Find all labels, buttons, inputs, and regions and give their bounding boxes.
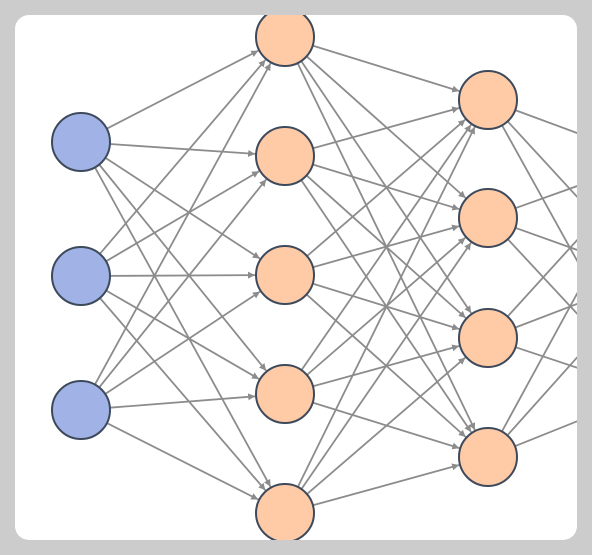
input-node-layer1-3 — [51, 380, 111, 440]
edge-l1-n2-to-l2-n4 — [105, 289, 260, 380]
hidden-node-layer3-3 — [458, 308, 518, 368]
input-node-layer1-1 — [51, 112, 111, 172]
edge-l1-n1-to-l2-n3 — [104, 157, 261, 260]
edge-l1-n1-to-l2-n1 — [106, 49, 259, 130]
edge-l2-n5-to-l3-n2 — [300, 242, 472, 490]
edge-l1-n1-to-l2-n4 — [98, 163, 267, 372]
edge-l2-n2-to-l3-n1 — [312, 106, 460, 150]
edge-l3-n4-to-l4-n2 — [506, 297, 577, 437]
hidden-node-layer2-4 — [255, 364, 315, 424]
edge-l1-n2-to-l2-n2 — [105, 170, 260, 263]
edge-l1-n3-to-l2-n1 — [94, 62, 272, 386]
edge-l3-n4-to-l4-n1 — [501, 185, 577, 432]
edge-l1-n1-to-l2-n5 — [94, 166, 272, 488]
edge-l3-n4-to-l4-n3 — [514, 402, 577, 448]
hidden-node-layer3-2 — [458, 188, 518, 248]
edge-l3-n3-to-l4-n3 — [515, 346, 577, 384]
hidden-node-layer3-1 — [458, 70, 518, 130]
edge-l3-n1-to-l4-n3 — [501, 124, 577, 367]
edge-l3-n2-to-l4-n3 — [507, 238, 577, 371]
input-node-layer1-2 — [51, 246, 111, 306]
edge-l2-n5-to-l3-n3 — [306, 356, 466, 495]
edge-l1-n3-to-l2-n2 — [98, 178, 267, 388]
edge-l1-n3-to-l2-n3 — [104, 290, 261, 395]
nodes-group — [51, 15, 518, 540]
hidden-node-layer3-4 — [458, 427, 518, 487]
hidden-node-layer2-3 — [255, 245, 315, 305]
edge-l3-n3-to-l4-n2 — [514, 285, 577, 329]
edge-l2-n3-to-l3-n1 — [306, 118, 466, 257]
edge-l3-n3-to-l4-n1 — [506, 181, 577, 318]
edge-l2-n5-to-l3-n1 — [296, 126, 476, 488]
edge-l1-n2-to-l2-n3 — [109, 271, 256, 279]
edge-l3-n2-to-l4-n2 — [514, 226, 577, 267]
hidden-node-layer2-2 — [255, 126, 315, 186]
edge-l2-n5-to-l3-n4 — [312, 463, 460, 507]
edge-l1-n2-to-l2-n1 — [99, 59, 267, 255]
edge-l1-n3-to-l2-n4 — [109, 393, 256, 409]
edge-l3-n1-to-l4-n2 — [506, 120, 577, 255]
edges-group — [94, 44, 577, 507]
edge-l3-n1-to-l4-n1 — [514, 109, 577, 151]
edge-l2-n1-to-l3-n2 — [306, 55, 467, 199]
hidden-node-layer2-1 — [255, 15, 315, 67]
edge-l3-n2-to-l4-n1 — [514, 169, 577, 210]
edge-l2-n4-to-l3-n1 — [300, 124, 472, 371]
edge-l1-n1-to-l2-n2 — [109, 143, 256, 157]
edge-l1-n3-to-l2-n5 — [106, 422, 259, 501]
edge-l1-n2-to-l2-n5 — [99, 297, 267, 491]
hidden-node-layer2-5 — [255, 483, 315, 540]
edge-l2-n1-to-l3-n1 — [312, 44, 460, 93]
